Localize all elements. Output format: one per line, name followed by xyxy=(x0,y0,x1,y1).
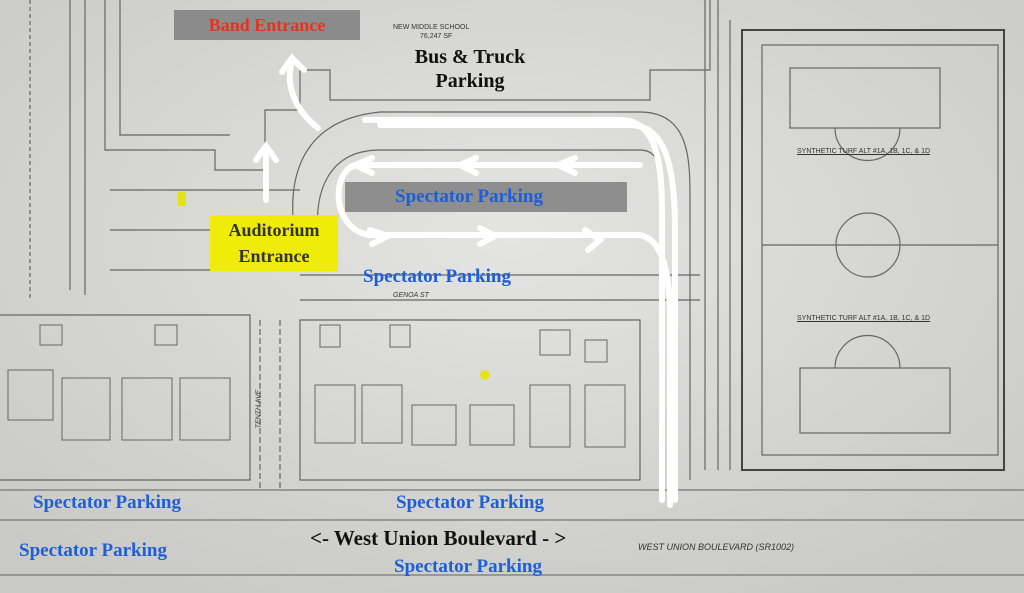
bus-truck-line1: Bus & Truck xyxy=(414,46,526,68)
school-building xyxy=(104,0,711,171)
school-name-label: NEW MIDDLE SCHOOL xyxy=(393,24,470,31)
spectator-parking-s-label: Spectator Parking xyxy=(396,492,544,513)
spectator-parking-blvd-label: Spectator Parking xyxy=(394,556,542,577)
band-entrance-label: Band Entrance xyxy=(174,10,360,40)
genoa-st-label: GENOA ST xyxy=(393,292,429,299)
tenth-ave-label: TENTH AVE xyxy=(255,389,263,429)
traffic-flow-arrows xyxy=(253,53,678,508)
bus-truck-parking-label: Bus & Truck Parking xyxy=(395,45,545,93)
spectator-parking-lot-label: Spectator Parking xyxy=(395,186,543,207)
turf-field xyxy=(741,29,1005,471)
spectator-parking-sw-label: Spectator Parking xyxy=(33,492,181,513)
spectator-parking-far-sw-label: Spectator Parking xyxy=(19,540,167,561)
turf-north-label: SYNTHETIC TURF ALT #1A, 1B, 1C, & 1D xyxy=(797,148,931,155)
auditorium-entrance-label: Auditorium Entrance xyxy=(210,215,338,271)
parking-loop xyxy=(292,111,691,480)
spectator-parking-lot-bar xyxy=(345,182,627,212)
turf-south-label: SYNTHETIC TURF ALT #1A, 1B, 1C, & 1D xyxy=(797,315,931,322)
auditorium-line2: Entrance xyxy=(238,246,310,266)
west-union-plan-label: WEST UNION BOULEVARD (SR1002) xyxy=(638,542,795,552)
west-union-boulevard-label: <- West Union Boulevard - > xyxy=(310,526,567,550)
auditorium-line1: Auditorium xyxy=(228,220,320,240)
bus-truck-line2: Parking xyxy=(435,70,505,92)
school-area-label: 76,247 SF xyxy=(420,33,453,40)
spectator-parking-genoa-label: Spectator Parking xyxy=(363,266,511,287)
